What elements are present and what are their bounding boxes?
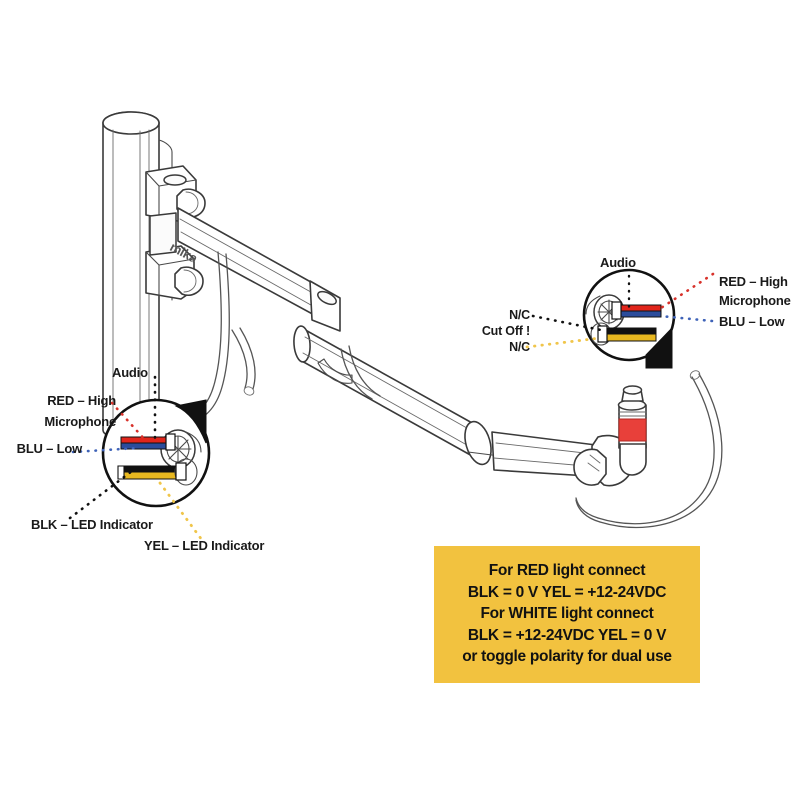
upper-arm-boom — [177, 207, 341, 332]
middle-arm-tube — [293, 325, 493, 466]
left-label-blu-low: BLU – Low — [16, 441, 83, 456]
right-label-nc-bottom: N/C — [509, 340, 530, 354]
right-label-nc-top: N/C — [509, 308, 530, 322]
right-label-audio: Audio — [600, 255, 636, 270]
lamp-head-assembly — [617, 385, 647, 476]
lower-pivot-joint — [145, 212, 204, 300]
long-loop-cable-right — [575, 370, 723, 529]
hanging-cable-mid — [340, 345, 381, 400]
upper-pivot-joint — [145, 165, 206, 223]
left-callout-graphic — [68, 375, 211, 542]
right-label-cut-off: Cut Off ! — [481, 324, 530, 338]
note-line-1: For RED light connect — [488, 562, 646, 580]
right-callout-graphic — [525, 268, 715, 369]
left-label-microphone: Microphone — [44, 414, 116, 429]
note-line-4: BLK = +12-24VDC YEL = 0 V — [467, 626, 667, 644]
right-label-microphone: Microphone — [719, 293, 791, 308]
right-label-blu-low: BLU – Low — [719, 314, 785, 329]
note-line-5: or toggle polarity for dual use — [462, 648, 672, 666]
lower-arm-segment — [491, 431, 635, 487]
note-line-2: BLK = 0 V YEL = +12-24VDC — [467, 583, 667, 601]
connector-cable-left-callout — [231, 327, 256, 396]
right-label-red-high: RED – High — [719, 274, 788, 289]
left-label-yel-led: YEL – LED Indicator — [144, 538, 265, 553]
note-line-3: For WHITE light connect — [480, 605, 654, 623]
left-label-audio: Audio — [112, 365, 148, 380]
left-label-blk-led: BLK – LED Indicator — [31, 517, 153, 532]
wiring-instruction-note: For RED light connect BLK = 0 V YEL = +1… — [434, 546, 700, 683]
left-label-red-high: RED – High — [47, 393, 116, 408]
